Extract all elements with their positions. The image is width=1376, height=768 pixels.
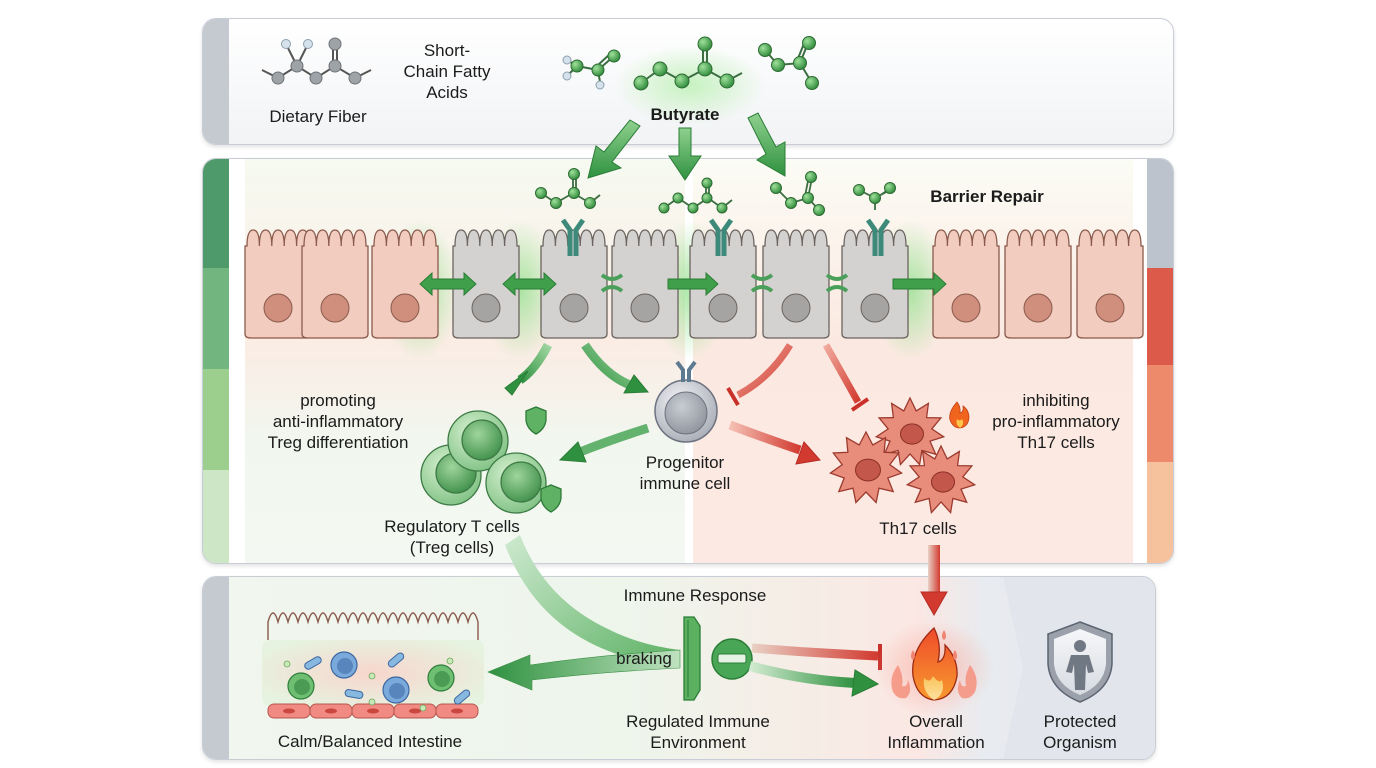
top-panel-side-bar xyxy=(203,19,229,144)
protected-organism-label: Protected Organism xyxy=(1043,712,1117,752)
left-scale-segment xyxy=(203,369,229,471)
right-scale-segment xyxy=(1147,268,1173,366)
regulated-env-label: Regulated Immune Environment xyxy=(626,712,770,752)
right-scale-segment xyxy=(1147,365,1173,462)
barrier-repair-label: Barrier Repair xyxy=(930,187,1044,206)
immune-response-label: Immune Response xyxy=(623,586,767,605)
treg-cells-label: Regulatory T cells (Treg cells) xyxy=(384,517,520,557)
bottom-panel-side-bar xyxy=(203,577,229,759)
left-scale-segment xyxy=(203,268,229,370)
overall-inflammation-label: Overall Inflammation xyxy=(887,712,985,752)
th17-inhibition-label: inhibiting pro-inflammatory Th17 cells xyxy=(992,391,1120,452)
braking-label: braking xyxy=(616,649,672,668)
treg-promotion-label: promoting anti-inflammatory Treg differe… xyxy=(267,391,409,452)
right-scale-segment xyxy=(1147,461,1173,563)
calm-intestine-label: Calm/Balanced Intestine xyxy=(277,732,463,751)
middle-panel-epithelium xyxy=(202,158,1174,564)
left-left-zone xyxy=(245,159,685,563)
left-scale-segment xyxy=(203,470,229,563)
left-scale-segment xyxy=(203,159,229,269)
progenitor-label: Progenitor immune cell xyxy=(639,453,731,493)
right-scale-bar xyxy=(1147,159,1173,563)
left-scale-bar xyxy=(203,159,229,563)
right-zone xyxy=(693,159,1133,563)
right-scale-segment xyxy=(1147,159,1173,269)
th17-cells-label: Th17 cells xyxy=(879,519,957,538)
dietary-fiber-label: Dietary Fiber xyxy=(269,107,367,126)
butyrate-label: Butyrate xyxy=(650,105,720,124)
scfa-label: Short- Chain Fatty Acids xyxy=(403,41,491,102)
